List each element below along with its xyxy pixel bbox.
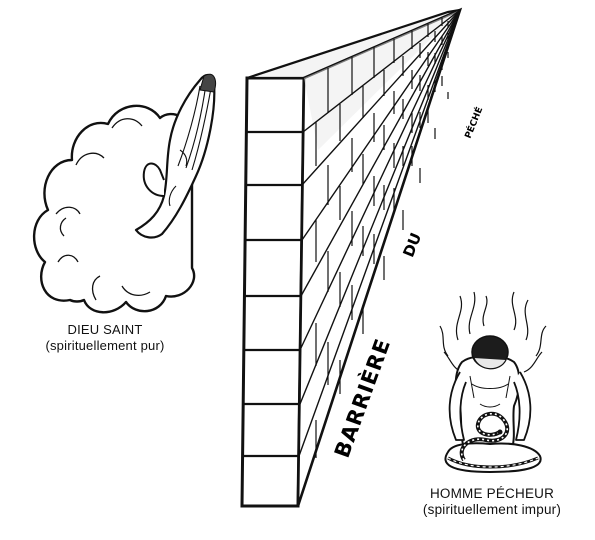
man-title: HOMME PÉCHEUR xyxy=(392,486,592,502)
god-subtitle: (spirituellement pur) xyxy=(10,338,200,354)
god-caption: DIEU SAINT (spirituellement pur) xyxy=(10,322,200,353)
man-caption: HOMME PÉCHEUR (spirituellement impur) xyxy=(392,486,592,518)
god-title: DIEU SAINT xyxy=(10,322,200,338)
man-subtitle: (spirituellement impur) xyxy=(392,502,592,518)
sinful-man-illustration xyxy=(440,292,546,472)
